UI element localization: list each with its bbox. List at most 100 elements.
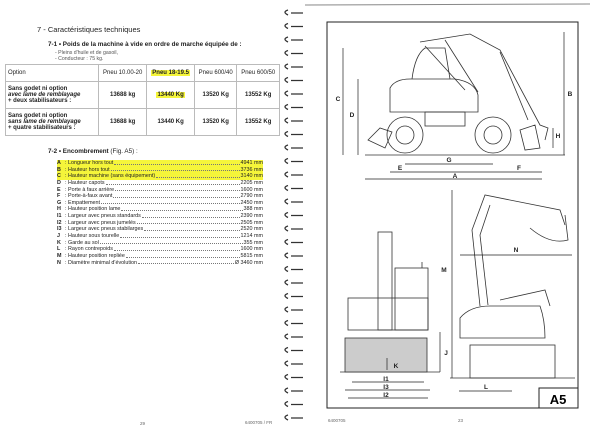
dimension-value: 4941 mm (240, 160, 263, 166)
dimension-item: N : Diamètre minimal d'évolution Ø 3460 mm (57, 260, 263, 267)
value-highlight: 13440 Kg (156, 92, 185, 98)
dimension-value: 2505 mm (240, 219, 263, 226)
dim-label-i1: I1 (383, 376, 389, 383)
dimension-label: : Hauteur position repliée (65, 252, 125, 259)
leader-dots (114, 160, 240, 165)
spiral-ring (284, 279, 303, 286)
dimension-value: 355 mm (243, 239, 263, 246)
spiral-ring (284, 22, 303, 30)
option-line: + quatre stabilisateurs : (8, 125, 76, 131)
option-cell: Sans godet ni option sans lame de rembla… (5, 108, 99, 136)
leader-dots (141, 213, 240, 218)
dimension-item: A : Longueur hors tout 4941 mm (57, 160, 263, 167)
dim-label-g: G (446, 157, 451, 164)
dimension-key: H (57, 206, 61, 213)
spiral-ring (284, 373, 303, 381)
folded-excavator (450, 194, 575, 379)
dimension-value: 3736 mm (240, 166, 263, 173)
dimension-key: L (57, 246, 61, 253)
leader-dots (113, 246, 240, 251)
spiral-ring (284, 211, 303, 219)
option-line: + deux stabilisateurs : (8, 98, 72, 104)
dimension-key: B (57, 166, 61, 173)
value-cell: 13552 Kg (236, 108, 280, 136)
spiral-ring (284, 90, 303, 97)
spiral-ring (284, 76, 303, 84)
dimension-value: 1600 mm (240, 246, 263, 253)
spiral-ring (284, 306, 303, 313)
dim-label-f: F (517, 165, 521, 172)
dimension-key: I2 (57, 219, 62, 226)
spiral-ring (284, 63, 303, 70)
dimension-item: B : Hauteur hors tout 3736 mm (57, 166, 263, 174)
page-number: 29 (140, 421, 146, 426)
value-cell: 13440 Kg (146, 108, 195, 136)
dimension-label: : Largeur avec pneus stabilarges (65, 226, 144, 233)
leader-dots (136, 220, 240, 225)
table-row: Sans godet ni option sans lame de rembla… (5, 108, 280, 136)
dimension-key: N (57, 259, 61, 266)
dimension-value: 388 mm (243, 206, 263, 213)
dimension-label: : Hauteur hors tout (65, 166, 110, 173)
dimension-label: : Porte à faux arrière (65, 186, 115, 193)
dimension-item: H : Hauteur position lame 388 mm (57, 206, 263, 213)
dim-label-l: L (484, 384, 488, 391)
dimension-label: : Rayon contrepoids (65, 246, 113, 253)
leader-dots (105, 180, 240, 185)
leader-dots (113, 193, 240, 198)
value-cell: 13688 kg (97, 108, 148, 136)
dimension-label: : Hauteur position lame (65, 206, 121, 213)
dimension-key: M (57, 252, 62, 259)
spiral-ring (284, 400, 303, 408)
dimension-value: 2790 mm (240, 193, 263, 200)
bullet: - Conducteur : 75 kg. (55, 56, 104, 62)
leader-dots (156, 173, 240, 178)
spiral-ring (284, 36, 303, 43)
value-cell: 13520 Kg (193, 81, 238, 109)
dim-label-i3: I3 (383, 384, 389, 391)
figure-label: A5 (550, 392, 567, 407)
leader-dots (121, 206, 243, 212)
dimension-key: A (57, 160, 61, 166)
dimension-value: 2450 mm (240, 199, 263, 206)
spiral-binding (284, 9, 303, 421)
spiral-ring (284, 346, 303, 354)
leader-dots (144, 226, 240, 232)
option-line: Sans godet ni option (8, 113, 68, 119)
dimension-label: : Empattement (65, 199, 101, 206)
weight-table: Option Pneu 10.00-20 Pneu 18-19.5 Pneu 6… (5, 64, 280, 136)
dimension-key: D (57, 179, 61, 186)
dimension-key: F (57, 193, 61, 200)
dimensions-heading: 7-2 • Encombrement (Fig. A5) : (48, 148, 138, 155)
dimension-item: K : Garde au sol 355 mm (57, 240, 263, 247)
spiral-ring (284, 292, 303, 300)
dimension-label: : Diamètre minimal d'évolution (65, 259, 138, 266)
dimension-value: Ø 3460 mm (234, 259, 263, 266)
spiral-ring (284, 117, 303, 124)
dim-label-d: D (350, 112, 355, 119)
dimension-key: K (57, 239, 61, 246)
figure-label-box (538, 387, 579, 409)
weight-heading: 7-1 • Poids de la machine à vide en ordr… (48, 41, 242, 48)
section-title: 7 - Caractéristiques techniques (37, 25, 141, 34)
document-ref-right: 6400705 (328, 418, 346, 423)
dimension-label: : Garde au sol (65, 239, 99, 246)
spiral-ring (284, 225, 303, 232)
dimension-value: 1600 mm (240, 186, 263, 193)
dimension-label: : Largeur avec pneus standards (65, 213, 141, 220)
spiral-ring (284, 171, 303, 178)
dim-label-b: B (568, 91, 573, 98)
leader-dots (110, 167, 240, 172)
dim-label-h: H (556, 133, 561, 140)
dimension-value: 2390 mm (240, 213, 263, 220)
dim-label-k: K (394, 363, 399, 370)
dimension-label: : Longueur hors tout (65, 160, 114, 166)
dimension-item: M: Hauteur position repliée 5815 mm (57, 253, 263, 260)
dimension-value: 5815 mm (240, 252, 263, 259)
